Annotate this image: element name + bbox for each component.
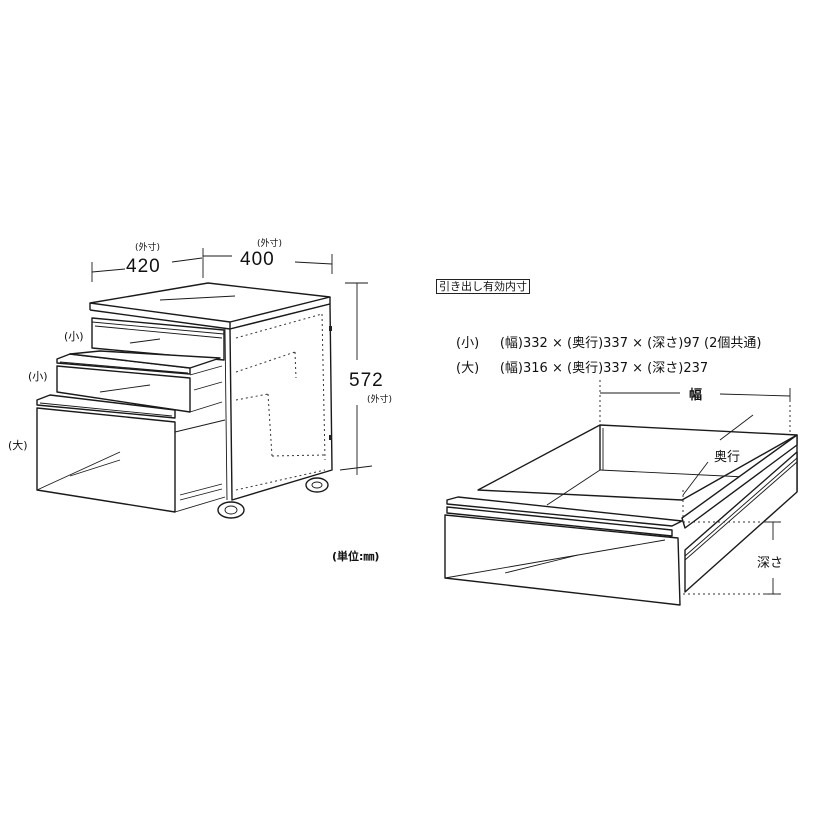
unit-label: (単位:㎜) xyxy=(332,550,380,563)
outer-dimension-note: (外寸) xyxy=(257,239,283,249)
times-sign: × xyxy=(632,361,644,376)
spec-width-label: (幅) xyxy=(499,336,523,351)
spec-row-small: (小) (幅)332 × (奥行)337 × (深さ)97 (2個共通) xyxy=(456,332,761,351)
caster-front xyxy=(217,501,245,519)
width-label: 幅 xyxy=(689,388,703,403)
width-value: 420 xyxy=(126,256,161,277)
height-value: 572 xyxy=(349,370,384,391)
dimension-line-height xyxy=(339,282,373,475)
spec-height-label: (深さ) xyxy=(647,361,684,376)
spec-depth: 337 xyxy=(603,361,628,376)
spec-depth-label: (奥行) xyxy=(567,361,604,376)
drawer-label-small-top: (小) xyxy=(64,330,84,343)
inner-dimensions-title: 引き出し有効内寸 xyxy=(436,279,530,294)
spec-height: 97 xyxy=(683,336,700,351)
times-sign: × xyxy=(632,336,644,351)
outer-dimension-note: (外寸) xyxy=(135,243,161,253)
spec-size: (大) xyxy=(456,361,480,376)
depth-value: 400 xyxy=(240,249,275,270)
depth-label: 奥行 xyxy=(714,450,741,465)
outer-dimension-note: (外寸) xyxy=(367,395,393,405)
height-label: 深さ xyxy=(757,552,784,571)
spec-height-label: (深さ) xyxy=(647,336,684,351)
times-sign: × xyxy=(551,336,563,351)
spec-height: 237 xyxy=(683,361,709,376)
spec-size: (小) xyxy=(456,336,480,351)
drawer-label-large: (大) xyxy=(8,439,28,452)
spec-row-large: (大) (幅)316 × (奥行)337 × (深さ)237 xyxy=(456,357,708,376)
times-sign: × xyxy=(551,361,563,376)
spec-width-label: (幅) xyxy=(499,361,523,376)
spec-depth: 337 xyxy=(603,336,628,351)
spec-note: (2個共通) xyxy=(704,336,762,351)
dimension-lines-top xyxy=(91,248,333,282)
caster-back xyxy=(305,477,329,493)
spec-depth-label: (奥行) xyxy=(567,336,604,351)
spec-width: 316 xyxy=(522,361,548,376)
drawer-label-small-middle: (小) xyxy=(28,370,48,383)
spec-width: 332 xyxy=(522,336,548,351)
